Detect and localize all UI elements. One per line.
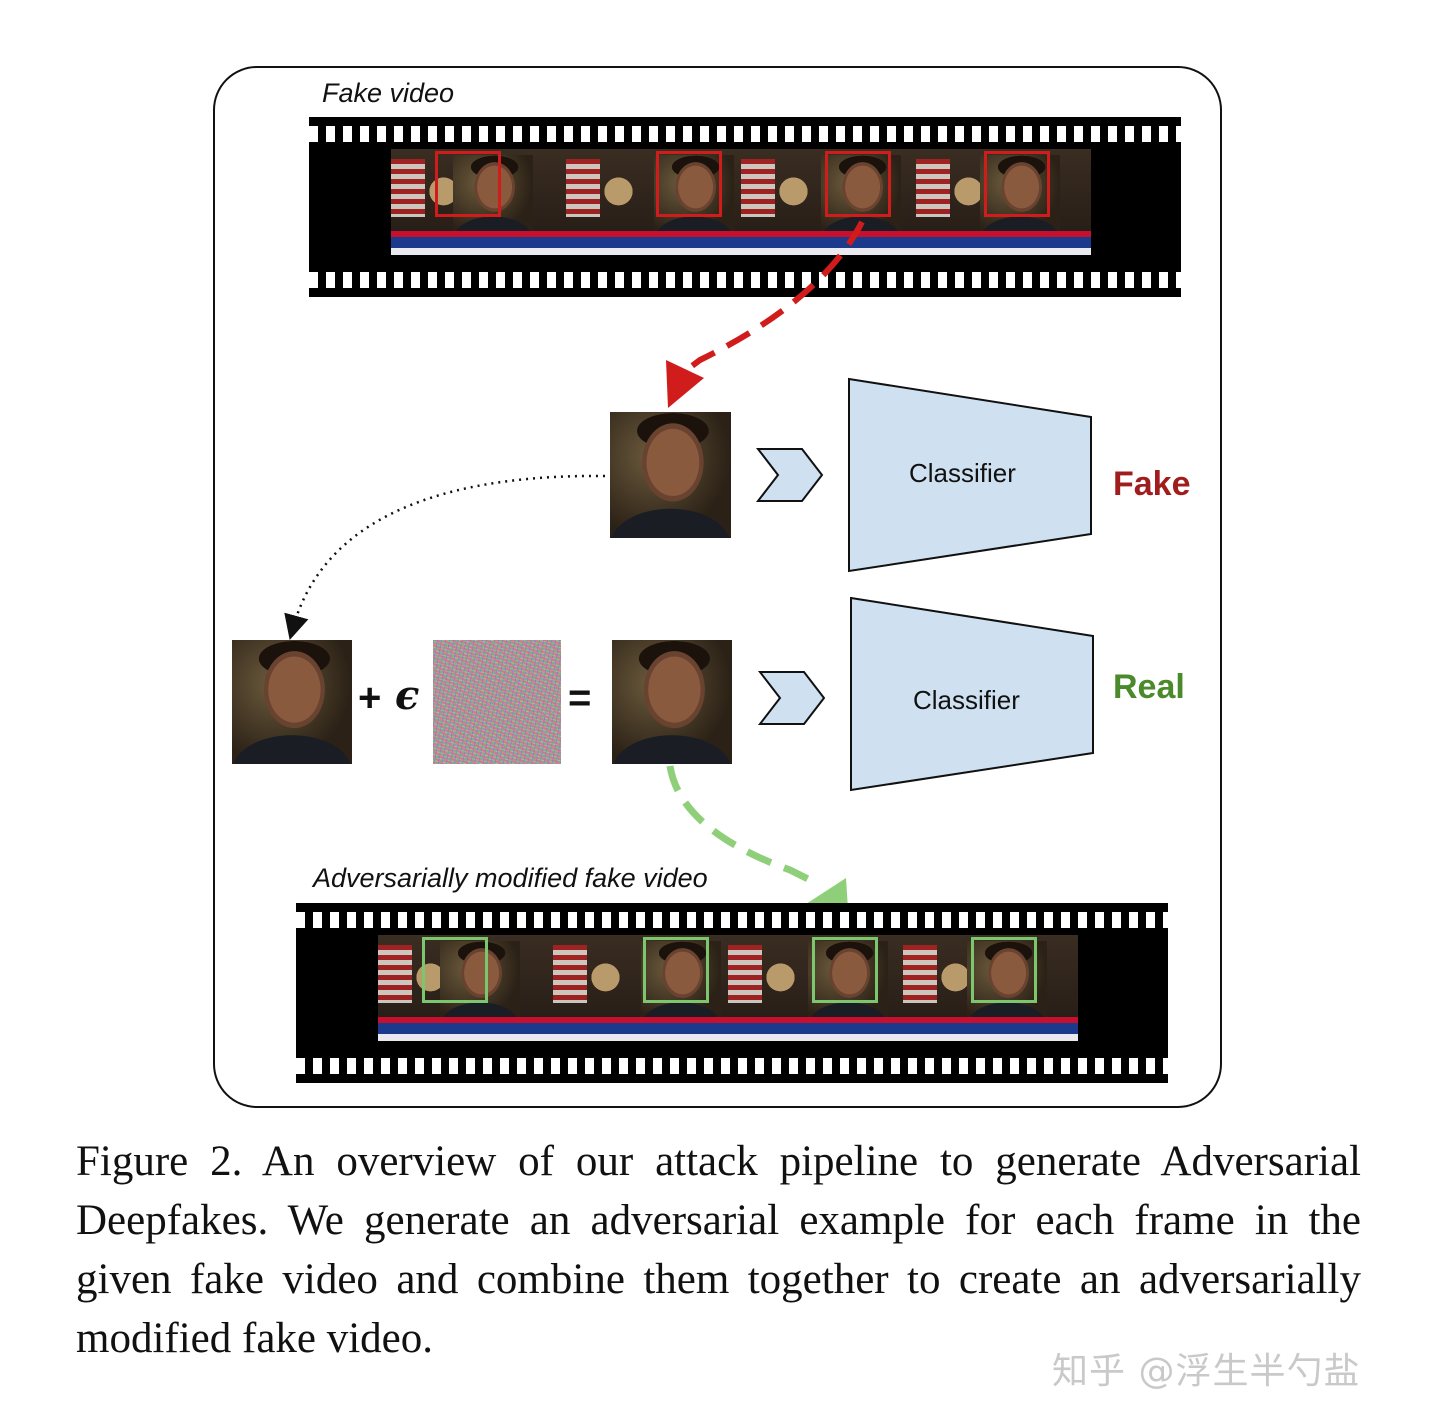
adversarial-video-label: Adversarially modified fake video <box>313 863 708 893</box>
video-frame <box>728 935 903 1041</box>
figure-caption: Figure 2. An overview of our attack pipe… <box>76 1138 1361 1362</box>
watermark: 知乎 @浮生半勺盐 <box>1052 1351 1361 1392</box>
video-frame <box>916 149 1091 255</box>
chevron-arrow-icon <box>757 671 826 725</box>
fake-verdict-label: Fake <box>1113 465 1191 503</box>
face-bounding-box <box>435 151 501 217</box>
red-arrowhead <box>666 360 704 408</box>
face-bounding-box <box>825 151 891 217</box>
face-bounding-box <box>643 937 709 1003</box>
face-bounding-box <box>656 151 722 217</box>
equals-symbol: = <box>568 676 592 720</box>
fake-video-filmstrip <box>309 117 1181 297</box>
classifier-shape <box>848 377 1092 573</box>
epsilon-symbol: ϵ <box>395 672 420 719</box>
red-dashed-arrow <box>682 220 865 375</box>
face-bounding-box <box>984 151 1050 217</box>
green-dashed-arrow <box>666 765 812 884</box>
face-crop-image <box>232 640 352 764</box>
fake-video-label: Fake video <box>322 78 455 108</box>
classifier-label: Classifier <box>909 458 1016 488</box>
video-frame <box>391 149 566 255</box>
video-frame <box>741 149 916 255</box>
face-bounding-box <box>422 937 488 1003</box>
plus-symbol: + <box>358 676 382 720</box>
chevron-arrow-icon <box>755 448 824 502</box>
adversarial-face-image <box>612 640 732 764</box>
face-crop-image <box>610 412 731 538</box>
classifier-label: Classifier <box>913 685 1020 715</box>
face-bounding-box <box>812 937 878 1003</box>
video-frame <box>553 935 728 1041</box>
real-verdict-label: Real <box>1113 668 1185 706</box>
video-frame <box>903 935 1078 1041</box>
face-bounding-box <box>971 937 1037 1003</box>
perturbation-noise-image <box>433 640 561 764</box>
dotted-arrow <box>284 474 606 641</box>
adversarial-video-filmstrip <box>296 903 1168 1083</box>
classifier-shape <box>850 596 1094 792</box>
video-frame <box>378 935 553 1041</box>
video-frame <box>566 149 741 255</box>
